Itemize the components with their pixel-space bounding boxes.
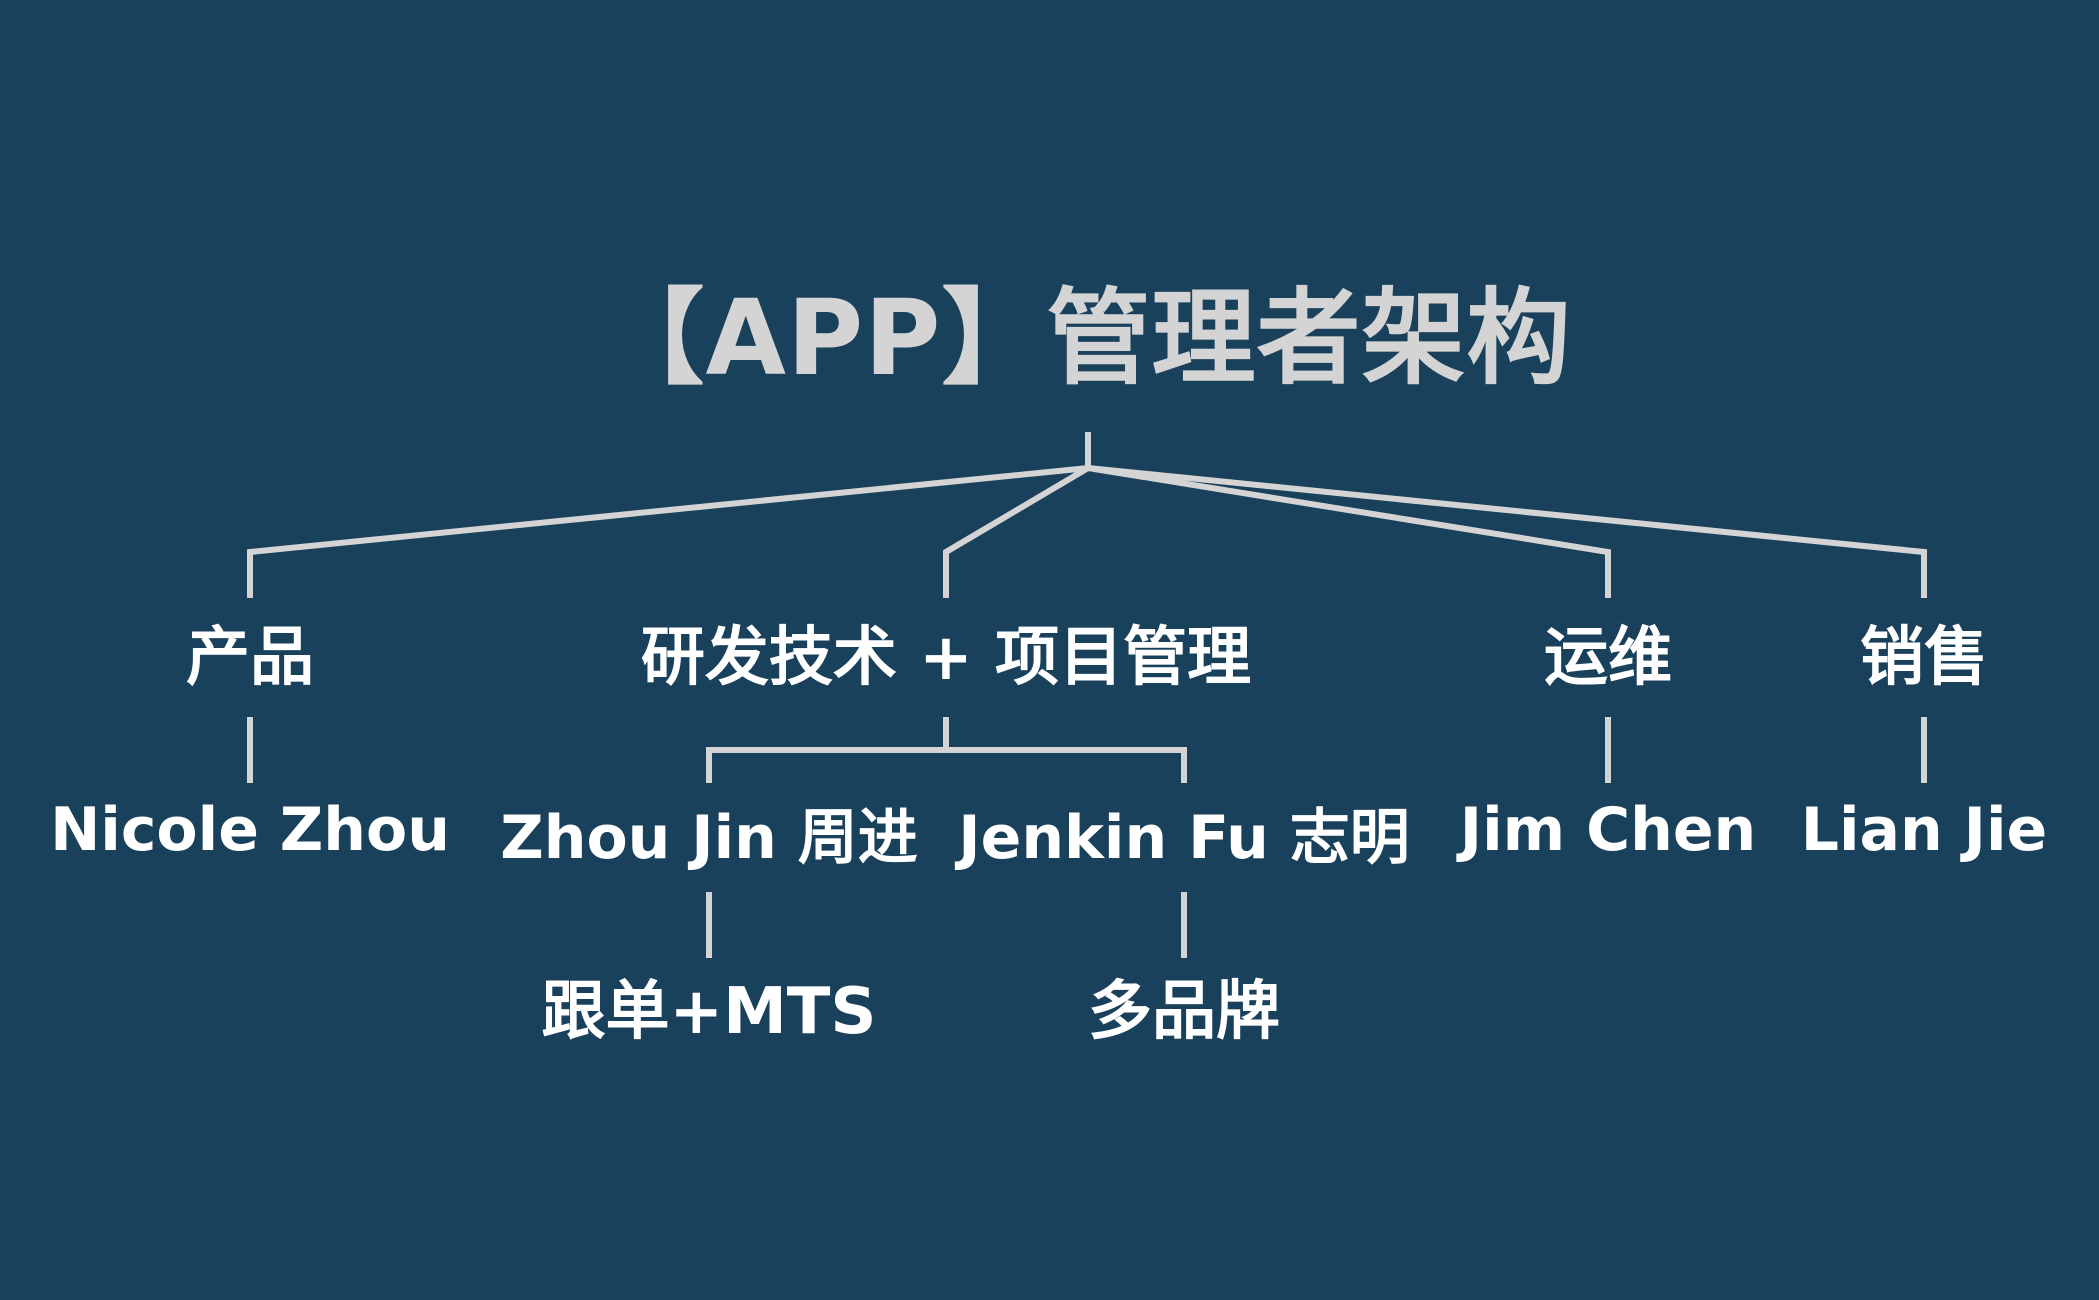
chart-title: 【APP】管理者架构 (600, 277, 1572, 399)
subteam-order-mts: 跟单+MTS (541, 975, 877, 1049)
person-lian-jie: Lian Jie (1800, 795, 2048, 865)
connector-rd-split (706, 747, 1187, 783)
department-operations: 运维 (1544, 621, 1672, 695)
department-rd-pm: 研发技术 + 项目管理 (640, 621, 1252, 695)
person-nicole-zhou: Nicole Zhou (50, 795, 450, 865)
connector-to-rd (943, 463, 1093, 598)
connector-to-sales (1084, 464, 1927, 598)
person-zhou-jin: Zhou Jin 周进 (500, 803, 918, 873)
connector-to-ops (1084, 464, 1611, 598)
subteam-multi-brand: 多品牌 (1088, 975, 1280, 1049)
connector-to-product (247, 464, 1092, 598)
person-jim-chen: Jim Chen (1459, 795, 1757, 865)
department-sales: 销售 (1860, 621, 1988, 695)
person-jenkin-fu: Jenkin Fu 志明 (958, 803, 1410, 873)
department-product: 产品 (186, 621, 314, 695)
